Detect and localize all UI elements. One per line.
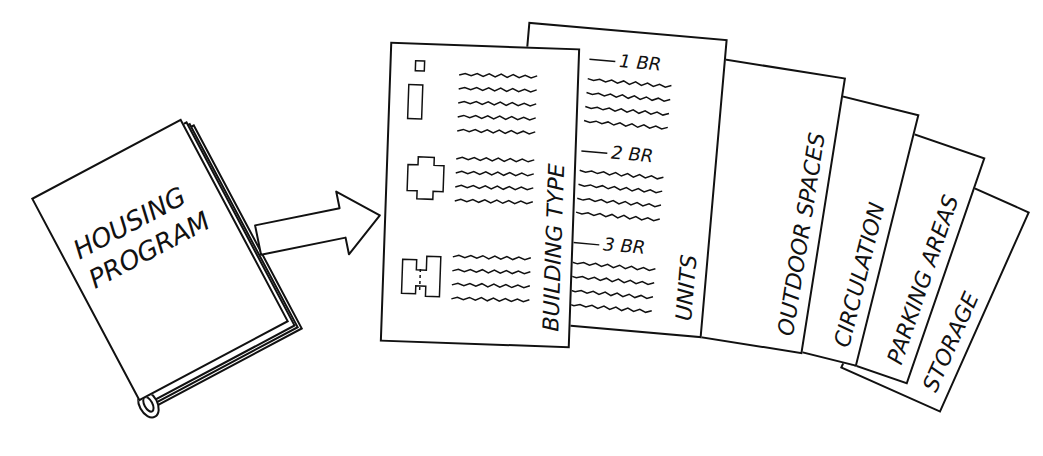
text-scribble xyxy=(577,197,661,207)
building-icon xyxy=(419,269,421,291)
tab-label: BUILDING TYPE xyxy=(539,163,569,332)
block-arrow xyxy=(255,192,380,255)
text-scribble xyxy=(570,275,654,285)
text-scribble xyxy=(584,120,668,130)
text-scribble xyxy=(568,303,652,313)
text-scribble xyxy=(572,261,656,271)
text-scribble xyxy=(455,185,533,191)
leader-line xyxy=(573,243,599,245)
building-icon xyxy=(407,156,444,199)
building-icon xyxy=(401,255,440,296)
text-scribble xyxy=(569,289,653,299)
text-scribble xyxy=(453,255,531,261)
unit-type-label: 2 BR xyxy=(611,142,655,167)
leader-line xyxy=(581,151,607,153)
binder-title: HOUSING PROGRAM xyxy=(68,169,227,295)
leader-line xyxy=(589,59,615,61)
building-icon xyxy=(415,61,424,71)
text-scribble xyxy=(451,297,529,303)
text-scribble xyxy=(586,92,670,102)
text-scribble xyxy=(452,269,530,275)
text-scribble xyxy=(452,283,530,289)
text-scribble xyxy=(458,115,536,121)
text-scribble xyxy=(580,169,664,179)
text-scribble xyxy=(588,78,672,88)
building-type-sheet: BUILDING TYPE xyxy=(380,42,580,348)
building-icon xyxy=(408,84,423,118)
unit-type-label: 1 BR xyxy=(619,50,663,75)
text-scribble xyxy=(576,211,660,221)
tab-label: UNITS xyxy=(672,253,702,321)
text-scribble xyxy=(456,171,534,177)
text-scribble xyxy=(585,106,669,116)
unit-type-label: 3 BR xyxy=(602,233,646,258)
text-scribble xyxy=(458,101,536,107)
text-scribble xyxy=(459,87,537,93)
binder-cover: HOUSING PROGRAM xyxy=(31,119,289,402)
text-scribble xyxy=(578,183,662,193)
text-scribble xyxy=(457,129,535,135)
text-scribble xyxy=(459,73,537,79)
text-scribble xyxy=(455,199,533,205)
text-scribble xyxy=(456,157,534,163)
